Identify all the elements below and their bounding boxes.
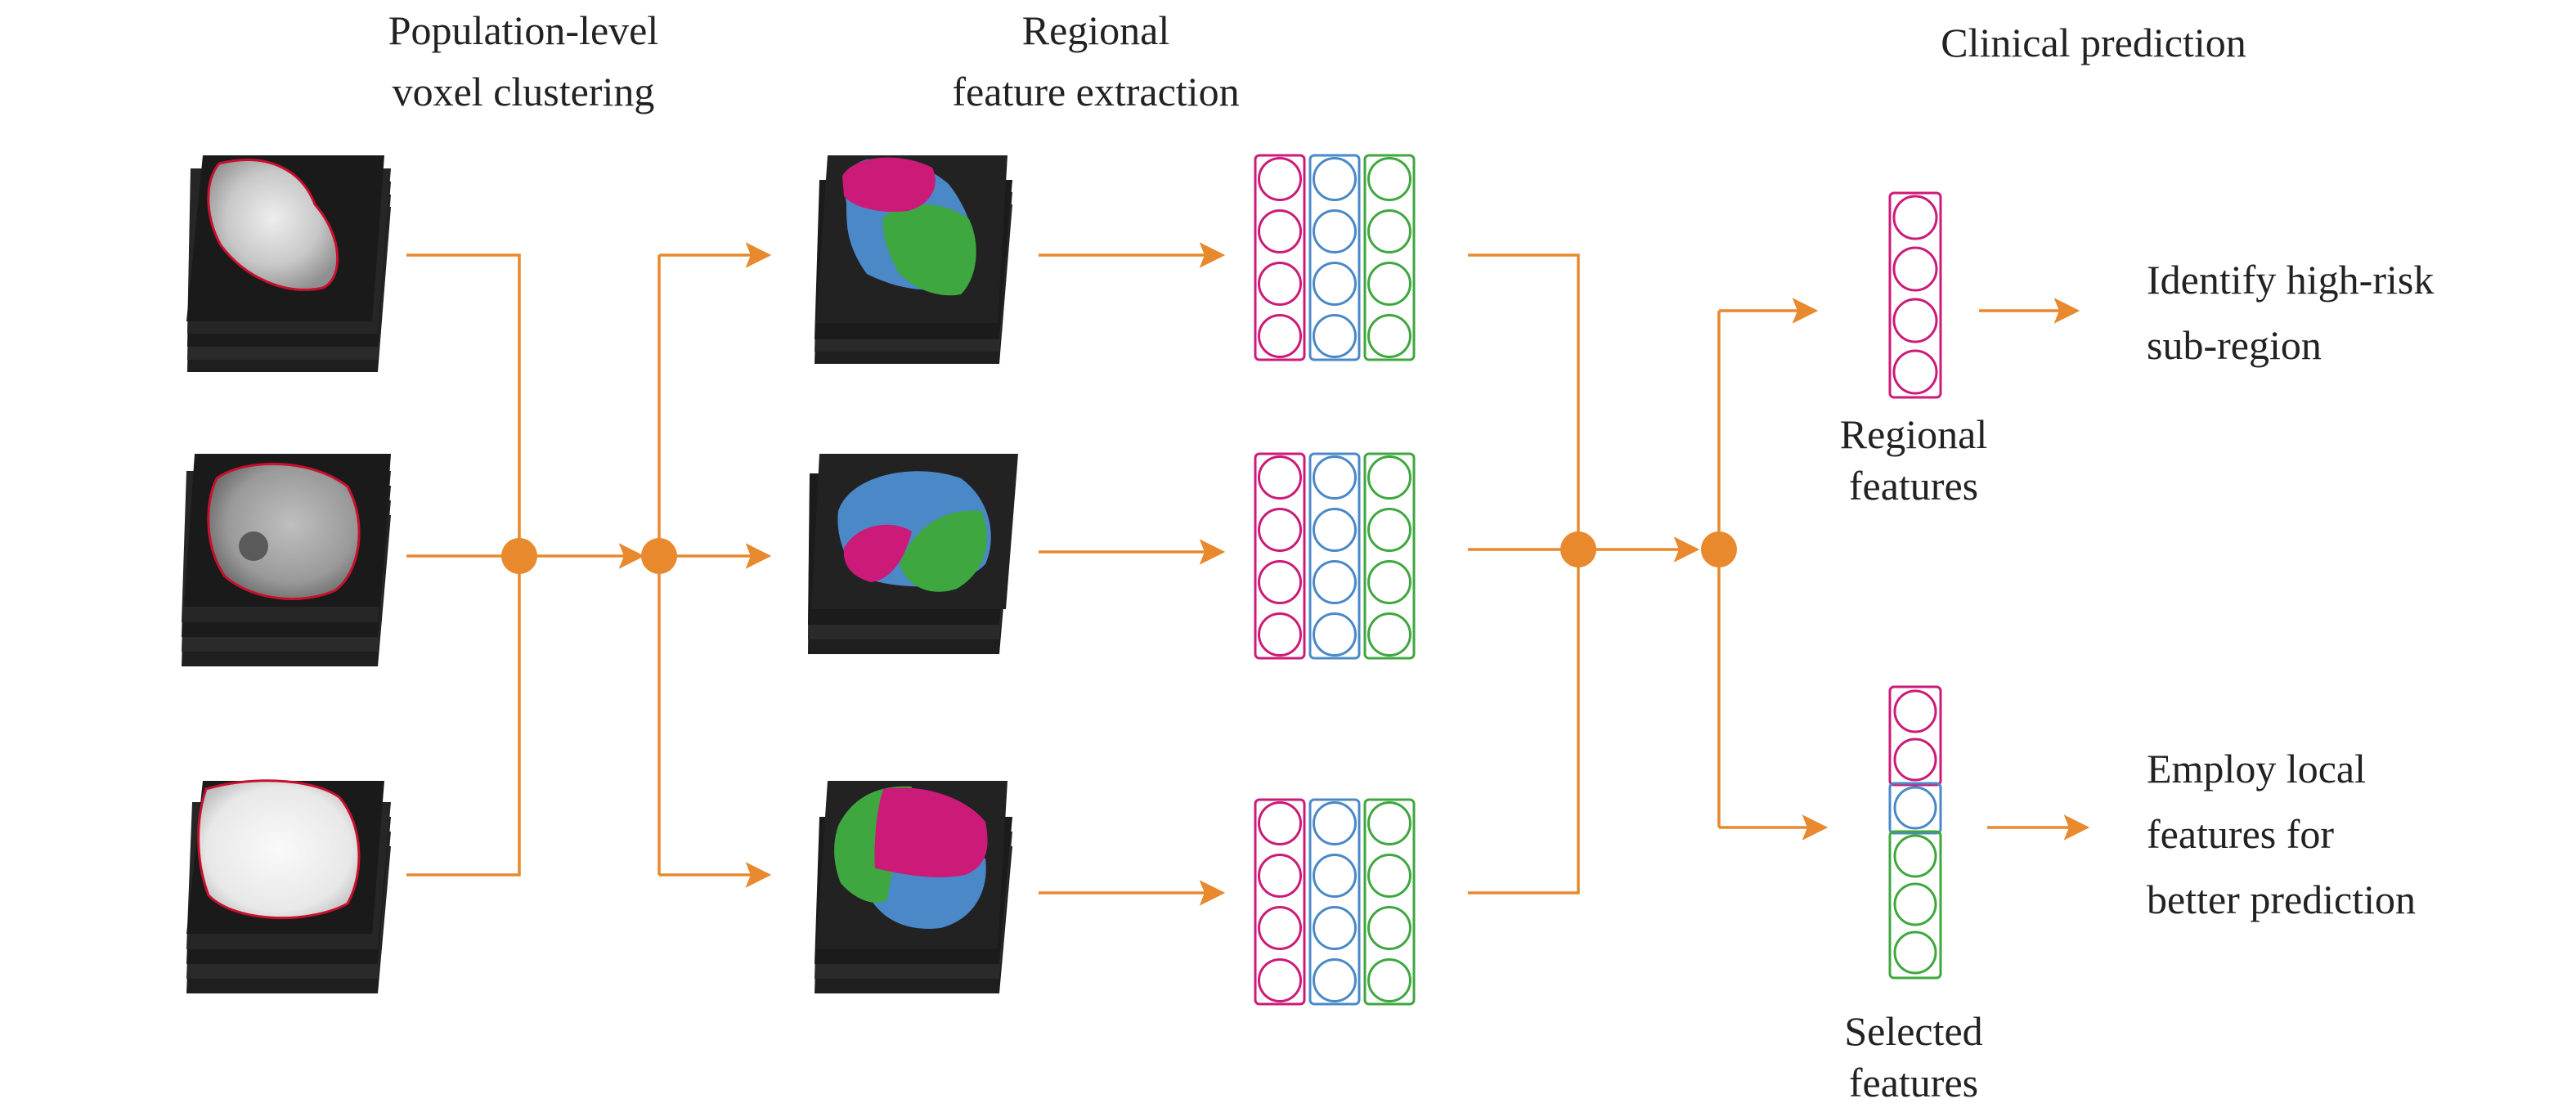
feature-column-blue bbox=[1308, 154, 1361, 361]
feature-vector-groups bbox=[1254, 154, 1416, 1006]
outcome-identify-line1: Identify high-risk bbox=[2147, 257, 2435, 303]
outcome-employ-line1: Employ local bbox=[2147, 746, 2366, 791]
header-extraction: Regional feature extraction bbox=[883, 0, 1308, 123]
feature-node bbox=[1313, 612, 1357, 657]
selected-features-label: Selected features bbox=[1750, 1006, 2077, 1108]
outcome-employ-line3: better prediction bbox=[2147, 877, 2417, 922]
feature-node bbox=[1367, 958, 1411, 1002]
feature-node bbox=[1367, 314, 1411, 358]
feature-node bbox=[1367, 209, 1411, 253]
connectors-clustering bbox=[406, 242, 772, 888]
regional-features-label: Regional features bbox=[1750, 409, 2077, 511]
feature-node bbox=[1258, 801, 1302, 845]
feature-column-blue bbox=[1308, 798, 1361, 1006]
feature-node bbox=[1258, 854, 1302, 898]
regional-node bbox=[1892, 195, 1938, 240]
feature-column-green bbox=[1363, 452, 1416, 660]
selected-vector-box-green bbox=[1888, 830, 1942, 980]
feature-node bbox=[1367, 455, 1411, 500]
segmented-stack-2 bbox=[808, 454, 1018, 654]
feature-node bbox=[1313, 157, 1357, 201]
feature-node bbox=[1258, 560, 1302, 604]
feature-node bbox=[1313, 455, 1357, 500]
selected-node bbox=[1893, 689, 1937, 733]
header-extraction-line2: feature extraction bbox=[952, 69, 1240, 114]
feature-column-magenta bbox=[1254, 154, 1306, 361]
feature-node bbox=[1313, 854, 1357, 898]
feature-node bbox=[1258, 314, 1302, 358]
header-clustering-line1: Population-level bbox=[388, 7, 659, 53]
regional-node bbox=[1892, 298, 1938, 343]
segmented-stack-3 bbox=[815, 781, 1012, 993]
feature-node bbox=[1367, 157, 1411, 201]
selected-vector-box-blue bbox=[1888, 782, 1942, 835]
selected-node bbox=[1893, 882, 1937, 926]
regional-vector-box bbox=[1888, 191, 1942, 399]
feature-column-green bbox=[1363, 798, 1416, 1006]
feature-node bbox=[1313, 209, 1357, 253]
feature-node bbox=[1313, 508, 1357, 552]
regional-node bbox=[1892, 246, 1938, 292]
feature-node bbox=[1313, 906, 1357, 950]
connectors-prediction bbox=[1468, 253, 2090, 895]
image-stack-1 bbox=[186, 155, 391, 372]
feature-node bbox=[1258, 906, 1302, 950]
feature-node bbox=[1313, 262, 1357, 306]
feature-node bbox=[1367, 612, 1411, 657]
image-stack-2 bbox=[182, 454, 391, 666]
header-prediction-line: Clinical prediction bbox=[1941, 20, 2246, 65]
feature-node bbox=[1258, 612, 1302, 657]
connectors-extraction bbox=[1039, 242, 1226, 906]
feature-node bbox=[1367, 560, 1411, 604]
selected-vector-box-magenta bbox=[1888, 685, 1942, 787]
header-clustering: Population-level voxel clustering bbox=[311, 0, 736, 123]
header-prediction: Clinical prediction bbox=[1848, 12, 2339, 74]
regional-node bbox=[1892, 349, 1938, 395]
image-stack-3 bbox=[186, 779, 391, 993]
feature-node bbox=[1258, 209, 1302, 253]
feature-column-magenta bbox=[1254, 798, 1306, 1006]
regional-features-line1: Regional bbox=[1839, 411, 1988, 457]
selected-node bbox=[1893, 738, 1937, 782]
feature-node bbox=[1258, 508, 1302, 552]
feature-node bbox=[1313, 314, 1357, 358]
selected-features-line2: features bbox=[1848, 1059, 1979, 1105]
feature-node bbox=[1313, 560, 1357, 604]
feature-node bbox=[1367, 801, 1411, 845]
segmented-stack-1 bbox=[815, 155, 1012, 364]
merge-node-3 bbox=[1560, 531, 1596, 567]
feature-node bbox=[1367, 854, 1411, 898]
feature-node bbox=[1367, 508, 1411, 552]
selected-node bbox=[1893, 930, 1937, 975]
selected-node bbox=[1893, 786, 1937, 830]
header-extraction-line1: Regional bbox=[1021, 7, 1170, 53]
header-clustering-line2: voxel clustering bbox=[392, 69, 655, 114]
selected-node bbox=[1893, 834, 1937, 878]
feature-node bbox=[1313, 801, 1357, 845]
feature-node bbox=[1258, 455, 1302, 500]
regional-features-line2: features bbox=[1848, 462, 1979, 509]
feature-column-green bbox=[1363, 154, 1416, 361]
merge-node-4 bbox=[1701, 531, 1737, 567]
merge-node-2 bbox=[641, 538, 677, 574]
outcome-identify: Identify high-risk sub-region bbox=[2147, 247, 2434, 378]
selected-feature-vector bbox=[1888, 685, 1942, 980]
feature-node bbox=[1258, 157, 1302, 201]
feature-node bbox=[1258, 262, 1302, 306]
regional-feature-vector bbox=[1888, 191, 1942, 399]
selected-features-line1: Selected bbox=[1844, 1008, 1983, 1054]
feature-node bbox=[1367, 906, 1411, 950]
merge-node-1 bbox=[501, 538, 537, 574]
outcome-employ: Employ local features for better predict… bbox=[2147, 736, 2416, 932]
feature-node bbox=[1313, 958, 1357, 1002]
feature-column-magenta bbox=[1254, 452, 1306, 660]
feature-node bbox=[1367, 262, 1411, 306]
feature-column-blue bbox=[1308, 452, 1361, 660]
feature-node bbox=[1258, 958, 1302, 1002]
outcome-identify-line2: sub-region bbox=[2147, 322, 2322, 368]
outcome-employ-line2: features for bbox=[2147, 811, 2335, 857]
